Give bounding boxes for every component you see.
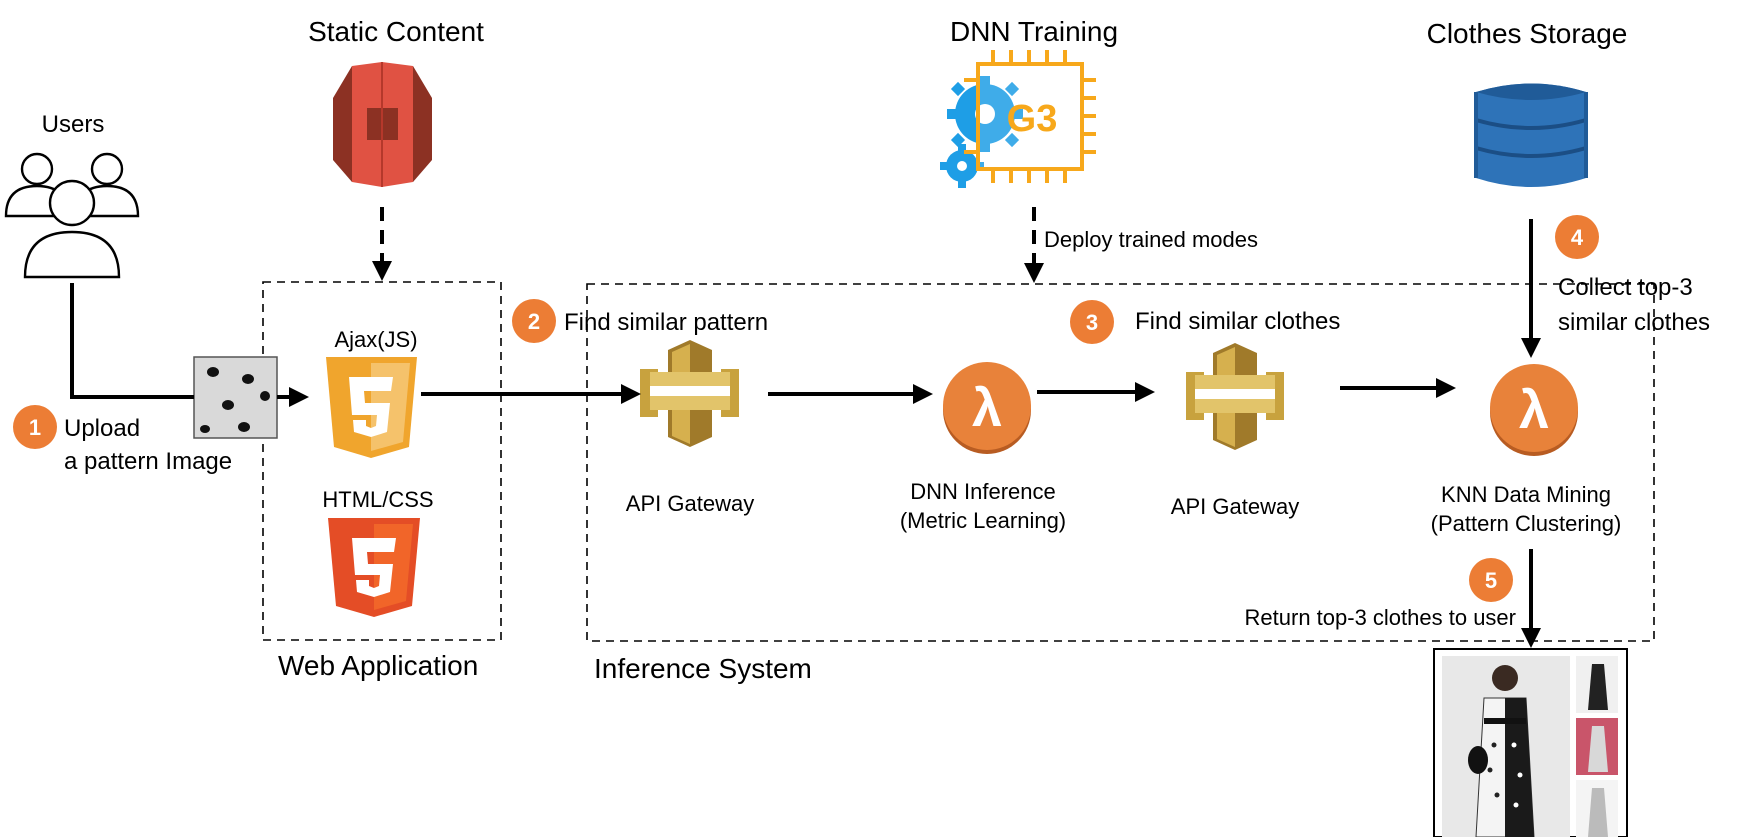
result-clothes-photo <box>1433 648 1628 837</box>
users-title: Users <box>42 111 105 138</box>
html-css-label: HTML/CSS <box>322 487 433 512</box>
step-4-label-line2: similar clothes <box>1558 309 1710 336</box>
gear-icon <box>940 76 1023 188</box>
web-application-box <box>262 281 502 641</box>
step-3-badge: 3 <box>1070 300 1114 344</box>
svg-text:5: 5 <box>1485 568 1497 593</box>
step-3-label: Find similar clothes <box>1135 308 1340 335</box>
pattern-image <box>193 356 278 439</box>
step-1-label-line2: a pattern Image <box>64 448 232 475</box>
step-1-badge: 1 <box>13 405 57 449</box>
lambda-symbol: λ <box>972 378 1002 438</box>
inference-system-box <box>586 283 1655 642</box>
clothes-storage-title: Clothes Storage <box>1427 18 1628 49</box>
static-content-title: Static Content <box>308 16 484 47</box>
users-icon <box>4 152 140 279</box>
api-gateway-2-label: API Gateway <box>1171 494 1299 519</box>
lambda-icon <box>943 362 1031 454</box>
user-upload-connector <box>70 283 194 399</box>
lambda-icon <box>1490 364 1578 456</box>
svg-text:3: 3 <box>1086 310 1098 335</box>
api-gateway-icon <box>1186 343 1284 450</box>
web-application-title: Web Application <box>278 650 478 681</box>
deploy-label: Deploy trained modes <box>1044 227 1258 252</box>
dnn-training-title: DNN Training <box>950 16 1118 47</box>
api-gateway-icon <box>640 340 739 447</box>
inference-system-title: Inference System <box>594 653 812 684</box>
step-4-badge: 4 <box>1555 215 1599 259</box>
dnn-inference-label-line2: (Metric Learning) <box>900 508 1066 533</box>
dnn-inference-label-line1: DNN Inference <box>910 479 1056 504</box>
step-5-label: Return top-3 clothes to user <box>1245 605 1516 630</box>
javascript-shield-icon <box>326 357 417 458</box>
step-4-label-line1: Collect top-3 <box>1558 274 1693 301</box>
step-1-label-line1: Upload <box>64 415 140 442</box>
gpu-chip-icon <box>964 50 1096 183</box>
chip-label: G3 <box>1007 98 1058 140</box>
svg-text:4: 4 <box>1571 225 1584 250</box>
svg-text:1: 1 <box>29 415 41 440</box>
lambda-symbol: λ <box>1519 380 1549 440</box>
step-2-label: Find similar pattern <box>564 309 768 336</box>
s3-bucket-icon <box>333 62 432 187</box>
knn-label-line1: KNN Data Mining <box>1441 482 1611 507</box>
svg-text:2: 2 <box>528 309 540 334</box>
knn-label-line2: (Pattern Clustering) <box>1431 511 1622 536</box>
api-gateway-1-label: API Gateway <box>626 491 754 516</box>
ajax-js-label: Ajax(JS) <box>334 327 417 352</box>
step-5-badge: 5 <box>1469 558 1513 602</box>
database-icon <box>1474 83 1588 187</box>
step-2-badge: 2 <box>512 299 556 343</box>
html5-shield-icon <box>328 518 420 617</box>
